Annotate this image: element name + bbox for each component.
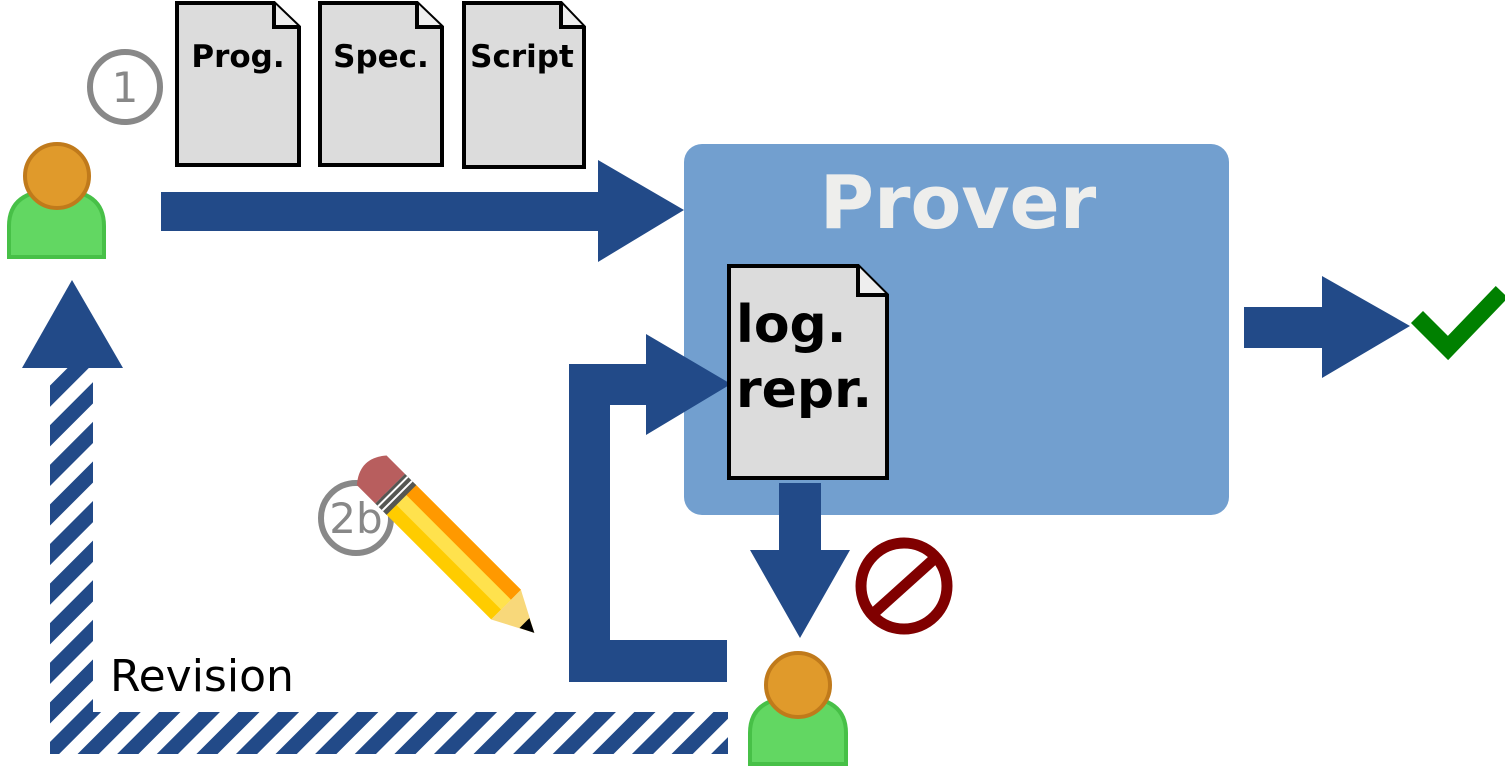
revision-arrow <box>22 280 728 754</box>
user-icon <box>748 651 848 766</box>
user-icon <box>7 142 106 259</box>
script-document-label: Script <box>470 39 574 75</box>
script-document: Script <box>462 1 586 169</box>
input-arrow <box>161 160 684 262</box>
checkmark-icon <box>1410 285 1505 361</box>
program-document-label: Prog. <box>191 39 284 75</box>
specification-document-label: Spec. <box>333 39 429 75</box>
revision-label: Revision <box>110 651 294 702</box>
prover-title: Prover <box>820 160 1097 246</box>
program-document: Prog. <box>175 1 301 167</box>
prohibited-icon <box>855 537 953 635</box>
specification-document: Spec. <box>318 1 444 167</box>
logical-representation-line2: repr. <box>736 360 872 420</box>
pencil-icon <box>356 455 535 633</box>
step-1-label: 1 <box>112 63 139 112</box>
logical-representation-line1: log. <box>736 295 847 355</box>
feedback-arrow <box>569 334 731 682</box>
down-arrow <box>750 483 850 638</box>
step-1-marker: 1 <box>87 49 163 125</box>
output-arrow <box>1244 276 1410 378</box>
step-2b-label: 2b <box>329 494 382 543</box>
step-2b-marker: 2b <box>318 480 394 556</box>
logical-representation-document: log. repr. <box>727 264 889 480</box>
